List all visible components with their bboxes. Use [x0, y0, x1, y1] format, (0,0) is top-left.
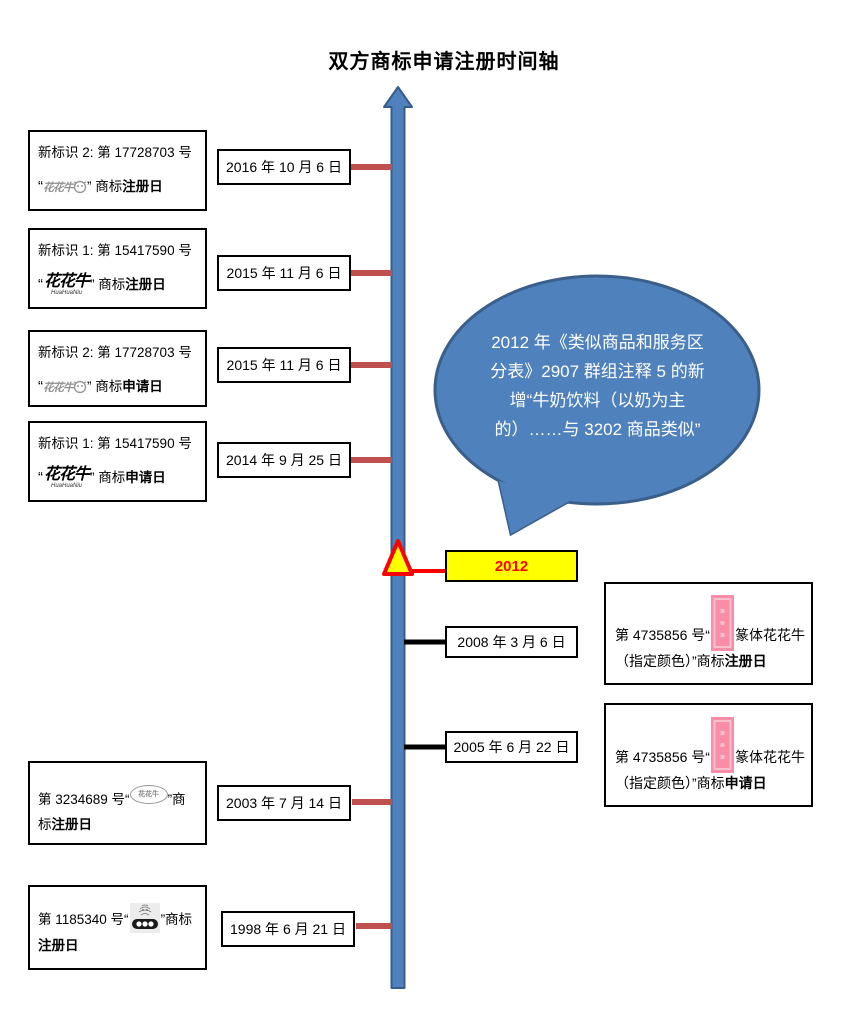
- seal-logo: [710, 717, 734, 773]
- callout-text: 2012 年《类似商品和服务区 分表》2907 群组注释 5 的新 增“牛奶饮料…: [490, 333, 705, 439]
- quote: “: [38, 178, 43, 195]
- date-box-2015-reg: 2015 年 11 月 6 日: [217, 255, 351, 291]
- event-box-2015-app: 新标识 2: 第 17728703 号 “花花牛 ” 商标申请日: [28, 330, 207, 407]
- cow-mascot-icon: [73, 380, 87, 394]
- date-box-2015-app: 2015 年 11 月 6 日: [217, 347, 351, 383]
- event-line1: 新标识 1: 第 15417590 号: [38, 436, 192, 451]
- huahuaniu-cow-logo: 花花牛: [43, 182, 74, 194]
- emph-label: 注册日: [125, 277, 166, 292]
- timeline-axis-arrow: [383, 86, 413, 989]
- cow-mascot-icon: [73, 180, 87, 194]
- date-box-2016: 2016 年 10 月 6 日: [217, 149, 351, 185]
- event-text: 第 3234689 号“花花牛”商标注册日: [38, 785, 203, 837]
- date-box-2005: 2005 年 6 月 22 日: [445, 731, 578, 763]
- seal-logo: [710, 595, 734, 651]
- label: ” 商标: [87, 179, 123, 194]
- emph-label: 申请日: [122, 379, 163, 394]
- quote: “: [38, 378, 43, 395]
- date-box-2008: 2008 年 3 月 6 日: [445, 626, 578, 658]
- event-box-4735856-reg: 第 4735856 号“篆体花花牛 （指定颜色）”商标注册日: [604, 582, 813, 685]
- callout-tail-fill: [499, 481, 573, 534]
- event-text: 第 4735856 号“篆体花花牛 （指定颜色）”商标注册日: [615, 595, 811, 672]
- highlight-year-box: 2012: [445, 550, 578, 582]
- event-line2: “花花牛 ” 商标申请日: [38, 376, 203, 399]
- event-box-2016-reg: 新标识 2: 第 17728703 号 “花花牛 ” 商标注册日: [28, 130, 207, 211]
- event-line1: 新标识 1: 第 15417590 号: [38, 243, 192, 258]
- event-text: 第 4735856 号“篆体花花牛 （指定颜色）”商标申请日: [615, 717, 811, 794]
- event-line1: 新标识 2: 第 17728703 号: [38, 345, 192, 360]
- emph-label: 申请日: [125, 470, 166, 485]
- date-box-1998: 1998 年 6 月 21 日: [221, 911, 355, 947]
- marker-2012-triangle: [382, 539, 414, 576]
- event-box-4735856-app: 第 4735856 号“篆体花花牛 （指定颜色）”商标申请日: [604, 703, 813, 807]
- callout-bubble: [433, 274, 761, 506]
- event-box-2003-reg: 第 3234689 号“花花牛”商标注册日: [28, 761, 207, 845]
- quote: “: [38, 276, 43, 293]
- event-line1: 新标识 2: 第 17728703 号: [38, 145, 192, 160]
- huahuaniu-cow-logo: 花花牛: [43, 382, 74, 394]
- event-line2: “花花牛 ” 商标注册日: [38, 176, 203, 199]
- event-box-1998-reg: 第 1185340 号“”商标注册日: [28, 885, 207, 970]
- page-title: 双方商标申请注册时间轴: [328, 51, 560, 73]
- cow-plate-logo: [129, 903, 160, 933]
- label: ” 商标: [90, 470, 126, 485]
- label: ” 商标: [90, 277, 126, 292]
- date-box-2014: 2014 年 9 月 25 日: [217, 442, 351, 478]
- date-box-2003: 2003 年 7 月 14 日: [217, 785, 351, 821]
- event-text: 第 1185340 号“”商标注册日: [38, 903, 203, 958]
- label: ” 商标: [87, 379, 123, 394]
- huahuaniu-bubble-logo: 花花牛: [129, 785, 168, 804]
- emph-label: 注册日: [122, 179, 163, 194]
- quote: “: [38, 469, 43, 486]
